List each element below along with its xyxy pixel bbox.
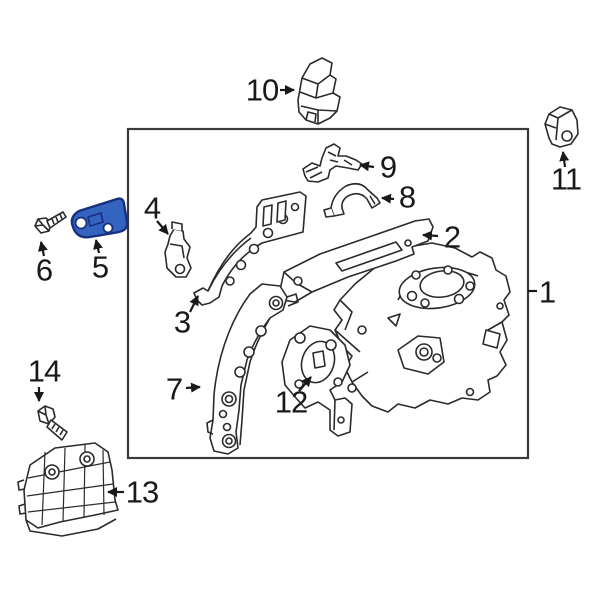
callout-arrow-5: [93, 239, 103, 254]
callout-arrow-7: [185, 382, 201, 393]
callout-label-2[interactable]: 2: [443, 219, 461, 255]
part-2-upper-rail[interactable]: [279, 218, 434, 303]
part-11-corner-bracket[interactable]: [544, 106, 579, 148]
part-4-small-bracket[interactable]: [164, 221, 192, 278]
part-13-splash-shield[interactable]: [17, 442, 119, 537]
callout-arrow-12: [298, 376, 312, 392]
callout-arrow-11: [559, 151, 570, 168]
callout-arrow-8: [381, 193, 395, 204]
callout-label-7[interactable]: 7: [165, 371, 183, 407]
callout-label-4[interactable]: 4: [143, 190, 161, 226]
part-5-highlighted-bracket[interactable]: [70, 197, 129, 239]
part-12-bracket[interactable]: [281, 325, 353, 437]
part-6-bolt[interactable]: [34, 211, 67, 234]
diagram-frame: [126, 127, 530, 460]
callout-label-6[interactable]: 6: [35, 252, 53, 288]
part-3-curved-rail[interactable]: [193, 191, 307, 306]
callout-label-8[interactable]: 8: [398, 179, 416, 215]
callout-label-12[interactable]: 12: [274, 384, 308, 420]
part-14-bolt[interactable]: [37, 405, 68, 441]
callout-arrow-9: [359, 161, 375, 172]
callout-label-14[interactable]: 14: [27, 353, 61, 389]
callout-label-5[interactable]: 5: [91, 249, 109, 285]
part-7-side-pillar[interactable]: [206, 283, 299, 455]
callout-arrows: [34, 85, 570, 497]
callout-arrow-6: [37, 241, 48, 257]
callout-label-1[interactable]: 1: [538, 274, 556, 310]
callout-label-3[interactable]: 3: [173, 304, 191, 340]
callout-label-10[interactable]: 10: [245, 72, 279, 108]
part-9-hook-bracket[interactable]: [302, 143, 363, 183]
callout-arrow-4: [156, 220, 169, 235]
part-8-arch-bracket[interactable]: [323, 182, 381, 218]
callout-label-9[interactable]: 9: [379, 149, 397, 185]
callout-arrow-2: [422, 230, 439, 241]
part-1-wheelhouse-panel[interactable]: [333, 242, 511, 413]
callout-label-11[interactable]: 11: [550, 161, 582, 197]
part-10-spacer-block[interactable]: [297, 57, 341, 125]
callout-label-13[interactable]: 13: [125, 474, 159, 510]
callout-arrow-3: [189, 295, 199, 313]
